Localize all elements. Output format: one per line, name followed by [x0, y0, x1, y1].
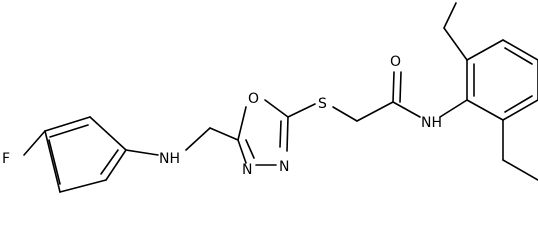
bond [237, 139, 247, 164]
bond [237, 106, 247, 141]
bond [399, 71, 402, 103]
bond [105, 149, 127, 181]
bond [279, 120, 282, 148]
bond [504, 95, 533, 113]
bond [44, 116, 91, 132]
bond [443, 2, 457, 29]
oxadiazole-nitrogen-left-label: N [242, 162, 252, 178]
fluorophenyl-ring [23, 116, 127, 193]
bond [332, 106, 358, 122]
bond [23, 130, 46, 156]
bond [502, 99, 538, 121]
bond [185, 127, 211, 151]
amine-nh-label: NH [159, 151, 180, 167]
bond [245, 139, 255, 159]
amide-nh-label: NH [421, 115, 442, 131]
bond [392, 71, 395, 103]
bond [466, 99, 504, 121]
bond [439, 99, 468, 118]
thioether-sulfur-label: S [318, 96, 327, 112]
bond [287, 103, 316, 118]
bond [502, 159, 538, 181]
bond [502, 39, 538, 61]
bond [44, 130, 61, 193]
bond [209, 127, 239, 141]
bond [48, 139, 61, 185]
molecule-structure: F NH O N N S O NH [2, 2, 538, 193]
fluorine-label: F [2, 151, 10, 167]
bond [392, 101, 421, 118]
bond [356, 101, 394, 122]
bond [443, 27, 468, 61]
bond [286, 116, 289, 152]
bond [100, 149, 119, 175]
oxadiazole-ring [237, 99, 289, 166]
carbonyl-oxygen-label: O [390, 54, 401, 70]
bond [125, 149, 159, 156]
bond [504, 47, 533, 65]
bond [264, 99, 289, 118]
diethylphenyl-ring [466, 39, 538, 121]
oxadiazole-oxygen-label: O [248, 91, 259, 107]
bond [466, 39, 504, 61]
bond [89, 116, 127, 151]
bond [59, 179, 107, 193]
oxadiazole-nitrogen-right-label: N [279, 159, 289, 175]
bond [49, 124, 89, 138]
